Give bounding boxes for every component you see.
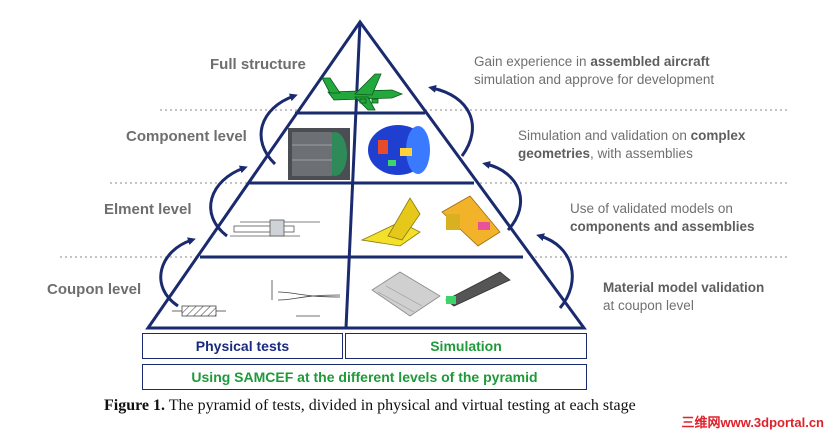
level-label-component: Component level [126, 128, 247, 145]
level-label-element: Elment level [104, 201, 192, 218]
physical-tests-box: Physical tests [142, 333, 343, 359]
description-component-post: , with assemblies [590, 146, 693, 161]
level-label-full: Full structure [210, 56, 306, 73]
description-element-bold: components and assemblies [570, 219, 755, 234]
aircraft-icon [321, 73, 404, 111]
simulation-box: Simulation [345, 333, 587, 359]
description-coupon: Material model validation at coupon leve… [603, 279, 764, 315]
watermark: 三维网www.3dportal.cn [681, 415, 824, 430]
description-full-bold: assembled aircraft [590, 54, 710, 69]
description-component-pre: Simulation and validation on [518, 128, 691, 143]
pyramid-outline [145, 19, 587, 330]
description-component: Simulation and validation on complex geo… [518, 127, 745, 163]
description-full-pre: Gain experience in [474, 54, 591, 69]
description-coupon-post: at coupon level [603, 298, 694, 313]
coupon-drawing-icon [172, 280, 341, 317]
samcef-box: Using SAMCEF at the different levels of … [142, 364, 587, 390]
coupon-fem-icon [371, 271, 511, 317]
description-full: Gain experience in assembled aircraft si… [474, 53, 714, 89]
stage-arrow-icon [159, 84, 574, 309]
caption-label: Figure 1. [104, 397, 166, 414]
description-element-pre: Use of validated models on [570, 201, 733, 216]
description-component-bold1: complex [690, 128, 746, 143]
element-drawing-icon [230, 219, 320, 237]
figure-caption: Figure 1. The pyramid of tests, divided … [104, 397, 636, 415]
description-full-post: simulation and approve for development [474, 72, 715, 87]
description-element: Use of validated models on components an… [570, 200, 755, 236]
fuselage-photo-icon [288, 128, 350, 180]
fuselage-fem-icon [368, 125, 430, 175]
element-fem-icon [360, 195, 501, 247]
description-coupon-bold: Material model validation [603, 280, 765, 295]
level-label-coupon: Coupon level [47, 281, 142, 298]
caption-text: The pyramid of tests, divided in physica… [165, 397, 636, 414]
description-component-bold2: geometries [518, 146, 591, 161]
